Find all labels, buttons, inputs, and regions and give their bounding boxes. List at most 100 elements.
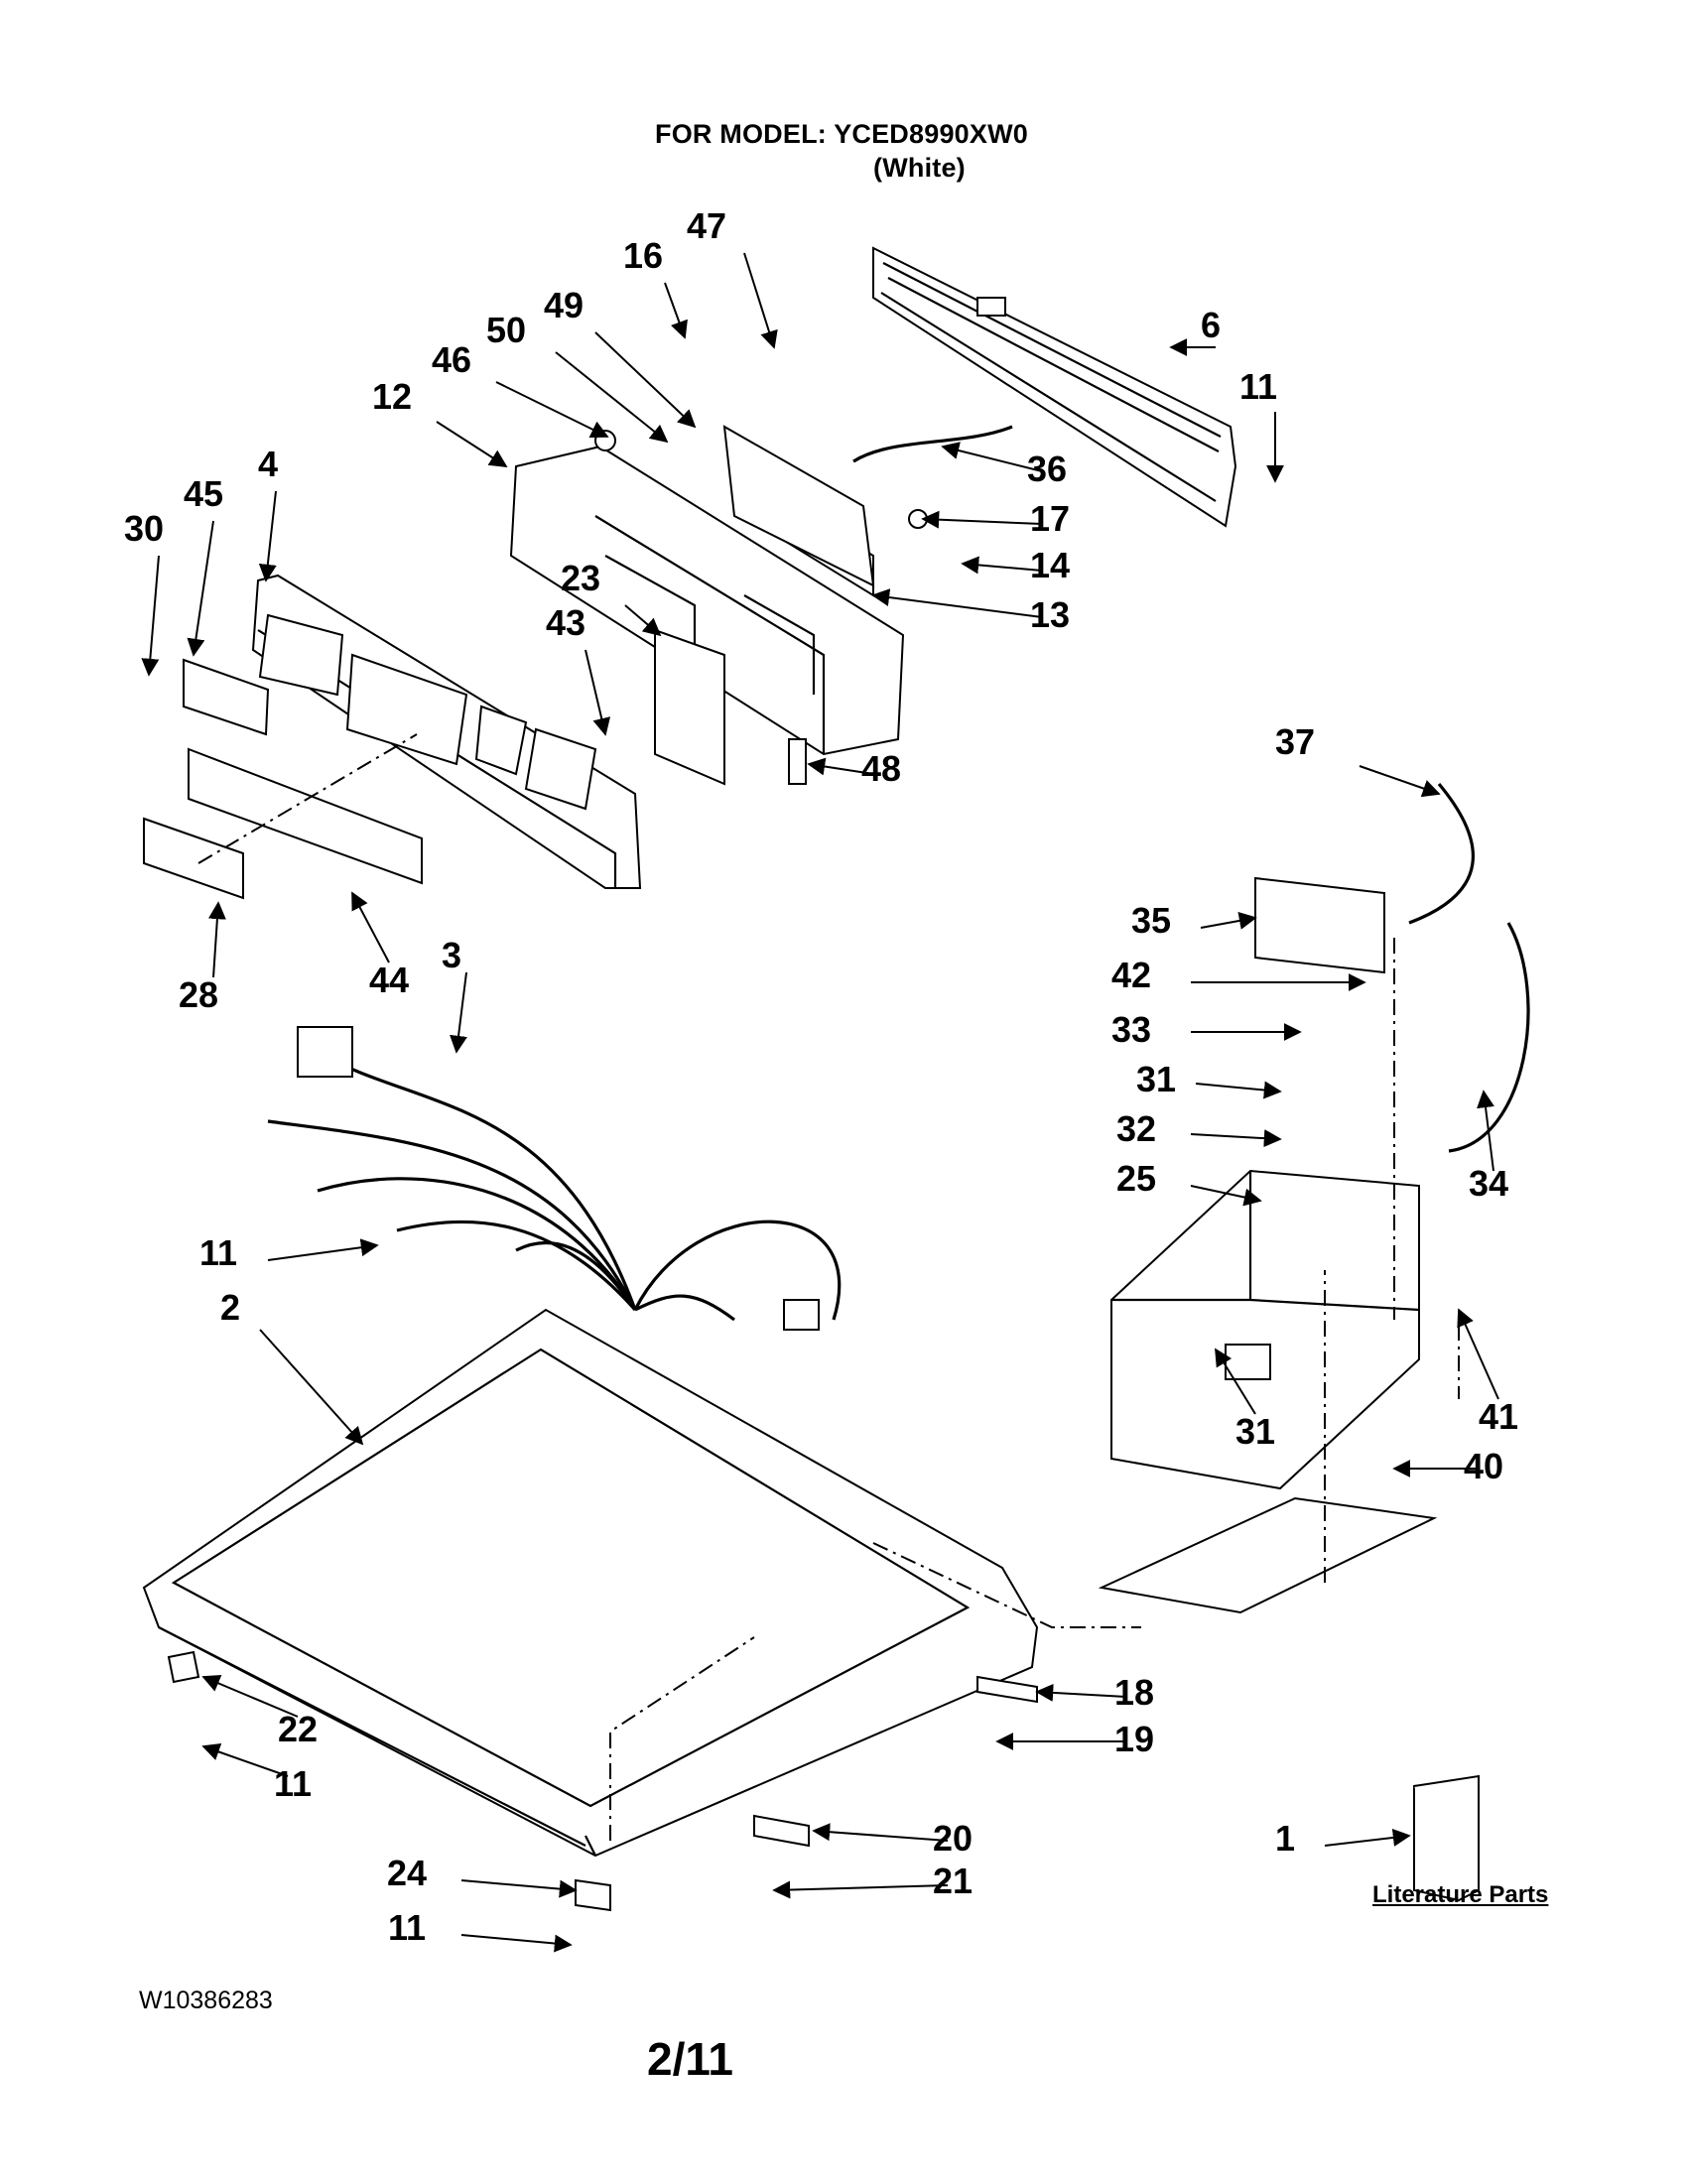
callout-label-50: 50 (486, 310, 526, 350)
keypad-overlay-part (188, 747, 423, 885)
callout-leader-12 (436, 421, 508, 467)
callout-label-22: 22 (278, 1709, 318, 1749)
callout-leader-37 (1359, 765, 1441, 798)
callout-label-12: 12 (372, 376, 412, 417)
callout-leader-47 (743, 252, 778, 349)
callout-label-25: 25 (1116, 1158, 1156, 1199)
callout-label-41: 41 (1479, 1396, 1518, 1437)
callout-leader-44 (351, 891, 390, 964)
electronic-board-part (722, 425, 875, 587)
console-front-panel-part (251, 574, 642, 889)
model-color: (White) (873, 153, 966, 183)
main-wire-harness-part (267, 1026, 842, 1331)
callout-label-11: 11 (388, 1907, 426, 1948)
callout-label-2: 2 (220, 1287, 240, 1328)
callout-label-28: 28 (179, 974, 218, 1015)
hinge-24-part (575, 1878, 611, 1912)
callout-label-11: 11 (1239, 366, 1277, 407)
callout-leader-28 (207, 901, 226, 978)
callout-leader-3 (450, 971, 467, 1054)
bracket-20-part (753, 1814, 810, 1848)
callout-leader-20 (812, 1823, 949, 1842)
callout-label-1: 1 (1275, 1818, 1295, 1859)
literature-parts-label: Literature Parts (1372, 1881, 1549, 1908)
console-rear-frame-part (872, 246, 1237, 528)
harness-34-part (1448, 922, 1530, 1153)
cover-part (1254, 876, 1385, 974)
callout-label-40: 40 (1464, 1446, 1503, 1486)
callout-leader-31 (1195, 1081, 1282, 1099)
callout-leader-48 (807, 757, 874, 776)
callout-leader-45 (187, 520, 214, 657)
callout-leader-35 (1200, 912, 1257, 930)
callout-leader-2 (259, 1329, 364, 1446)
callout-leader-31 (1215, 1348, 1256, 1415)
callout-label-35: 35 (1131, 900, 1171, 941)
callout-label-17: 17 (1030, 498, 1070, 539)
callout-leader-11 (267, 1238, 379, 1261)
callout-label-47: 47 (687, 205, 726, 246)
callout-label-3: 3 (442, 935, 461, 975)
callout-leader-30 (141, 555, 160, 677)
callout-label-6: 6 (1201, 305, 1221, 345)
document-number: W10386283 (139, 1987, 273, 2014)
callout-leader-25 (1190, 1185, 1262, 1207)
callout-leader-16 (664, 282, 688, 339)
callout-label-23: 23 (561, 558, 600, 598)
callout-leader-36 (941, 442, 1043, 472)
callout-leader-18 (1035, 1683, 1127, 1702)
callout-label-19: 19 (1114, 1719, 1154, 1759)
callout-label-33: 33 (1111, 1009, 1151, 1050)
callout-leader-17 (921, 510, 1043, 529)
callout-label-14: 14 (1030, 545, 1070, 585)
overlay-bracket-part (183, 658, 270, 736)
callout-label-31: 31 (1235, 1411, 1275, 1452)
harness-part (852, 425, 1013, 463)
callout-label-21: 21 (933, 1861, 973, 1901)
callout-label-13: 13 (1030, 594, 1070, 635)
callout-leader-50 (555, 351, 669, 444)
terminal-block-box-part (1110, 1169, 1420, 1490)
callout-label-18: 18 (1114, 1672, 1154, 1713)
callout-label-20: 20 (933, 1818, 973, 1859)
spacer-part (788, 738, 807, 785)
callout-label-44: 44 (369, 960, 409, 1000)
callout-leader-11 (460, 1934, 573, 1953)
knob-part (594, 430, 616, 451)
harness-37-part (1408, 782, 1475, 925)
callout-leader-41 (1457, 1308, 1499, 1400)
callout-leader-32 (1190, 1129, 1282, 1148)
callout-label-31: 31 (1136, 1059, 1176, 1099)
display-lens-part (143, 817, 244, 900)
callout-label-42: 42 (1111, 955, 1151, 995)
callout-leader-23 (624, 604, 662, 637)
model-title: FOR MODEL: YCED8990XW0 (655, 119, 1028, 149)
callout-leader-22 (201, 1674, 299, 1718)
callout-label-16: 16 (623, 235, 663, 276)
dryer-top-part (142, 1308, 1141, 1858)
literature-booklet-spine (1413, 1774, 1480, 1901)
callout-label-45: 45 (184, 473, 223, 514)
callout-label-32: 32 (1116, 1108, 1156, 1149)
callout-leader-46 (495, 381, 609, 438)
callout-label-46: 46 (432, 339, 471, 380)
callout-leader-11 (201, 1742, 289, 1777)
bracket-18-part (976, 1675, 1038, 1704)
control-board-part (654, 628, 725, 786)
callout-leader-21 (772, 1880, 949, 1899)
callout-leader-34 (1477, 1090, 1494, 1172)
callout-leader-24 (460, 1879, 578, 1898)
callout-label-36: 36 (1027, 449, 1067, 489)
callout-label-37: 37 (1275, 721, 1315, 762)
callout-label-49: 49 (544, 285, 584, 325)
callout-leader-14 (961, 556, 1043, 575)
callout-leader-49 (594, 331, 697, 429)
callout-label-30: 30 (124, 508, 164, 549)
callout-label-24: 24 (387, 1853, 427, 1893)
callout-label-34: 34 (1469, 1163, 1508, 1204)
shield-plate-part (1098, 1496, 1438, 1614)
callout-leader-13 (871, 588, 1043, 618)
callout-label-11: 11 (274, 1763, 312, 1804)
